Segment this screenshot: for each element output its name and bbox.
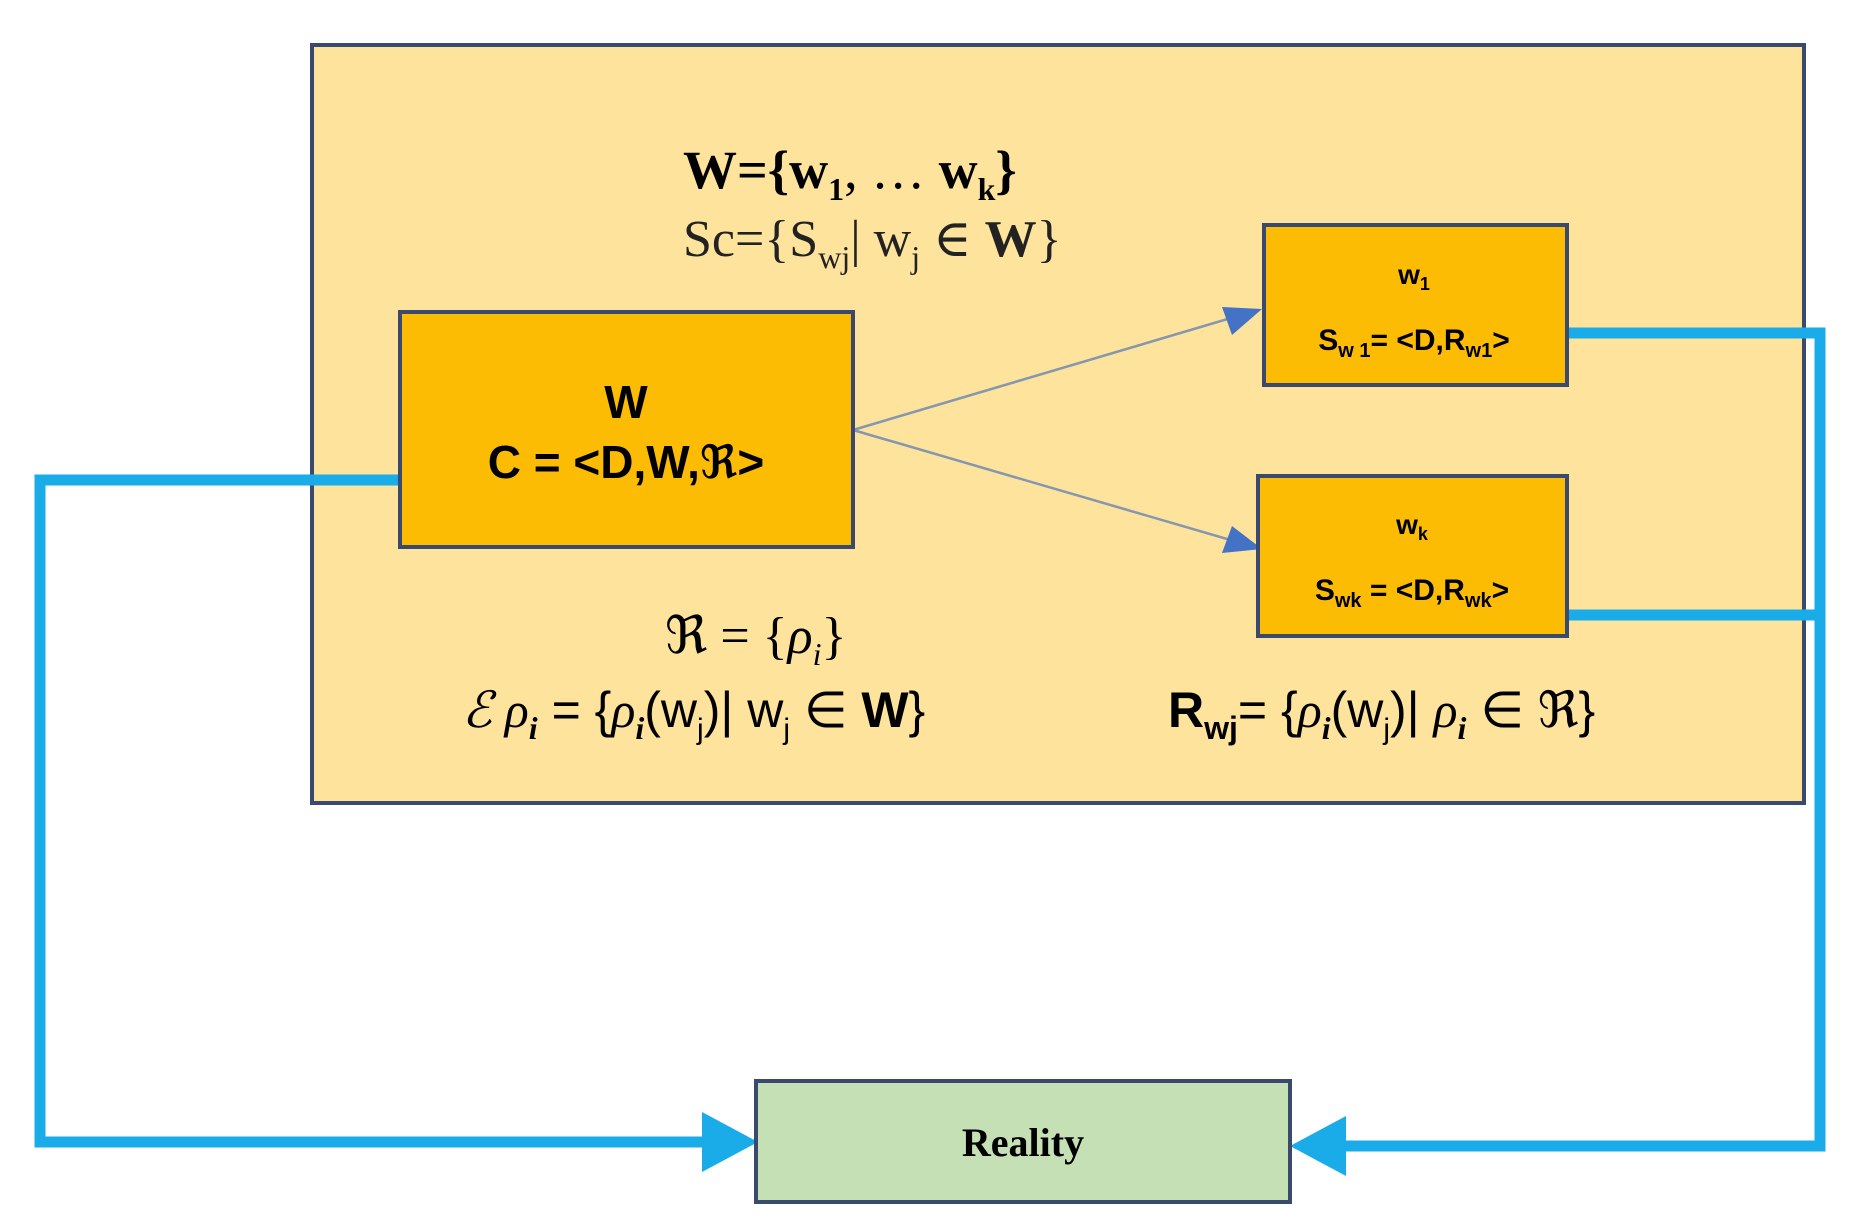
box-w1 [1262,223,1569,387]
arrowhead-to-wk [1222,526,1262,553]
reality-box [754,1079,1292,1204]
main-box [398,310,855,549]
box-wk-formula: Swk = <D,Rwk> [1315,574,1509,612]
box-w1-formula: Sw 1= <D,Rw1> [1318,324,1510,362]
reality-label: Reality [962,1120,1084,1165]
connector-right [1330,327,1826,1152]
arrowhead-to-w1 [1222,307,1262,335]
relations-of-world-formula: Rwj= {ρi(wj)| ρi ∈ ℜ} [1168,682,1595,746]
relations-set-formula: ℜ = {ρi} [665,608,846,672]
arrowhead-right-to-reality [1290,1116,1346,1176]
set-sc-formula: Sc={Swj| wj ∈ W} [683,211,1062,275]
box-wk-title: wk [1395,509,1429,544]
arrow-to-w1 [852,308,1259,432]
set-w-formula: W={w1, … wk} [683,140,1017,207]
box-w1-title: w1 [1397,259,1430,294]
box-wk [1256,474,1569,638]
arrow-to-wk [852,428,1259,550]
main-box-title: W [604,376,648,428]
extension-formula: ℰ ρi = {ρi(wj)| wj ∈ W} [462,682,925,746]
main-box-formula: C = <D,W,ℜ> [488,436,764,488]
arrowhead-left-to-reality [702,1112,758,1172]
connector-left [34,474,720,1148]
